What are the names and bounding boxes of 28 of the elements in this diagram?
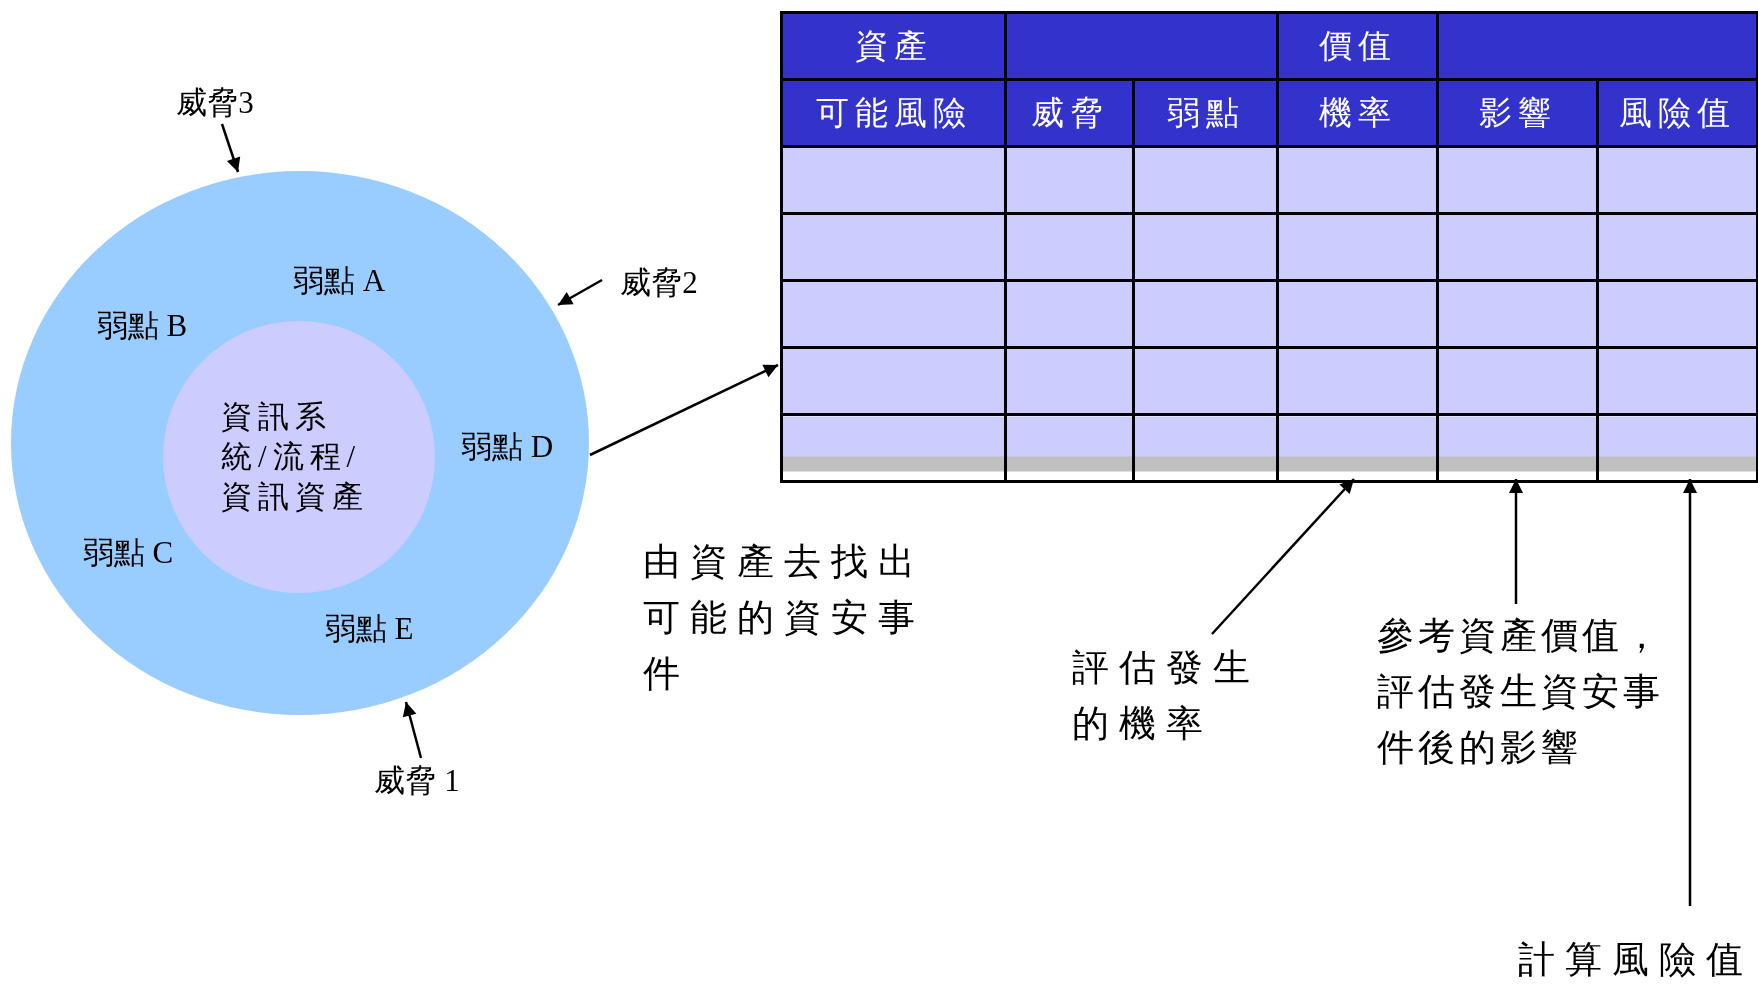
annotation-text: 計算風險值 xyxy=(1518,938,1754,982)
arrow xyxy=(1683,479,1697,906)
weakness-label: 弱點 E xyxy=(324,612,414,644)
table-header-cell: 弱點 xyxy=(1133,79,1278,147)
weakness-label: 弱點 A xyxy=(292,264,386,296)
arrow xyxy=(1509,479,1523,604)
threat-label: 威脅2 xyxy=(620,266,698,298)
threat-label: 威脅 1 xyxy=(374,764,460,796)
arrow xyxy=(557,278,603,307)
asset-label: 資訊系統/流程/資訊資產 xyxy=(221,398,370,516)
note-text: 由資產去找出可能的資安事件 xyxy=(643,540,926,696)
table-header-cell: 資產 xyxy=(781,12,1006,80)
annotation-text: 參考資產價值，評估發生資安事件後的影響 xyxy=(1377,614,1665,770)
arrow xyxy=(1211,478,1355,635)
table-header-cell: 價值 xyxy=(1277,12,1438,80)
weakness-label: 弱點 B xyxy=(96,309,188,341)
weakness-label: 弱點 C xyxy=(82,536,174,568)
annotation-text: 評估發生的機率 xyxy=(1072,646,1261,746)
table-header-cell: 威脅 xyxy=(1005,79,1134,147)
arrow xyxy=(589,363,779,457)
arrow xyxy=(402,701,423,759)
table-header-cell: 風險值 xyxy=(1597,79,1758,147)
weakness-label: 弱點 D xyxy=(460,430,554,462)
table-header-cell: 機率 xyxy=(1277,79,1438,147)
table-header-cell: 可能風險 xyxy=(781,79,1006,147)
arrow xyxy=(220,123,241,173)
threat-label: 威脅3 xyxy=(176,86,254,118)
table-header-cell: 影響 xyxy=(1437,79,1598,147)
